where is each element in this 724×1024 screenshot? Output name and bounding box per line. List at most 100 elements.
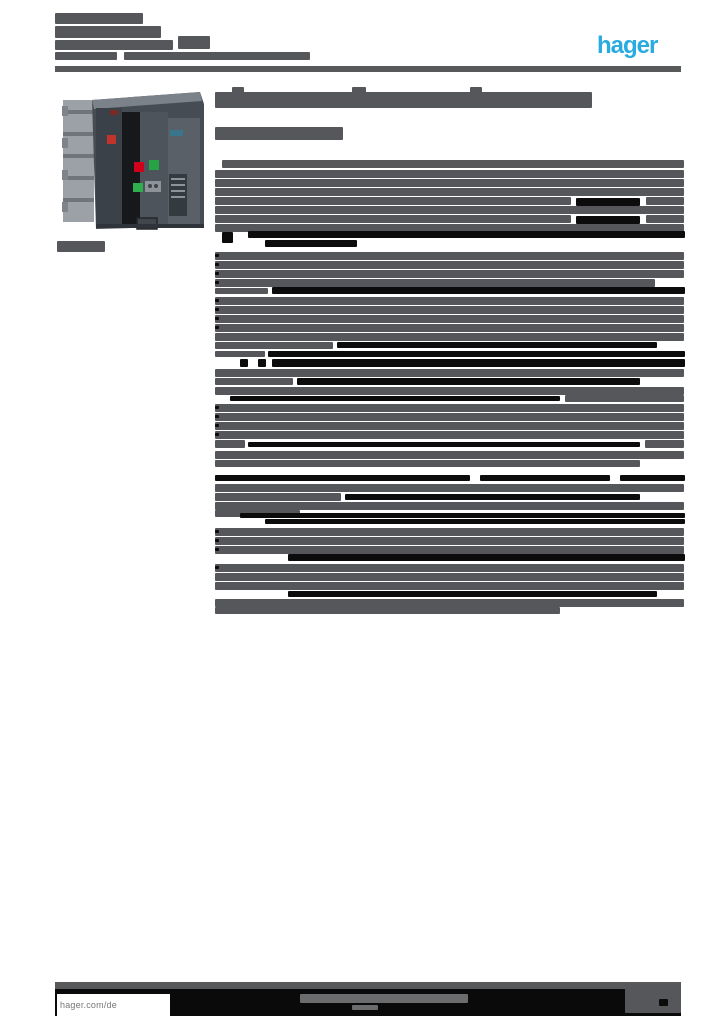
product-photo	[62, 92, 204, 230]
redacted-text-line	[645, 440, 684, 448]
redacted-text-line	[646, 197, 684, 205]
footer-divider	[55, 982, 681, 989]
redacted-text-line	[258, 359, 266, 367]
redacted-text-line	[215, 206, 684, 214]
redacted-text-line	[215, 279, 655, 287]
redacted-text-line	[215, 460, 640, 467]
redacted-text-line	[215, 387, 684, 395]
redacted-text-line	[230, 396, 560, 401]
redacted-text-line	[215, 582, 684, 590]
redacted-text-line	[215, 224, 684, 232]
redacted-text-line	[215, 308, 219, 311]
redacted-text-line	[215, 215, 571, 223]
redacted-text-line	[55, 52, 117, 60]
redacted-text-line	[565, 395, 684, 402]
redacted-text-line	[215, 270, 684, 278]
red-indicator	[107, 135, 116, 144]
redacted-text-line	[215, 537, 684, 545]
redacted-text-line	[215, 424, 219, 427]
redacted-text-line	[215, 288, 268, 294]
redacted-text-line	[470, 87, 482, 93]
redacted-text-line	[215, 422, 684, 430]
redacted-text-line	[222, 160, 684, 168]
redacted-text-line	[337, 342, 657, 348]
redacted-text-line	[300, 994, 468, 1003]
redacted-text-line	[215, 502, 684, 510]
redacted-text-line	[576, 198, 640, 206]
redacted-text-line	[288, 554, 685, 561]
redacted-text-line	[240, 513, 685, 518]
redacted-text-line	[215, 475, 470, 481]
redacted-text-line	[215, 539, 219, 542]
redacted-text-line	[215, 179, 684, 187]
redacted-text-line	[248, 231, 685, 238]
redacted-text-line	[215, 324, 684, 332]
redacted-text-line	[215, 188, 684, 196]
header-rule	[55, 66, 681, 72]
redacted-text-line	[124, 52, 310, 60]
redacted-text-line	[352, 87, 366, 93]
redacted-text-line	[215, 369, 684, 377]
redacted-text-line	[215, 254, 219, 257]
website-link[interactable]: hager.com/de	[60, 1000, 117, 1010]
redacted-text-line	[215, 127, 343, 140]
redacted-text-line	[625, 984, 681, 1013]
redacted-text-line	[345, 494, 640, 500]
redacted-text-line	[178, 36, 210, 49]
redacted-text-line	[215, 315, 684, 323]
redacted-text-line	[215, 297, 684, 305]
redacted-text-line	[646, 215, 684, 223]
redacted-text-line	[480, 475, 610, 481]
redacted-text-line	[222, 232, 233, 243]
redacted-text-line	[215, 493, 341, 501]
redacted-text-line	[215, 433, 219, 436]
redacted-text-line	[215, 484, 684, 492]
redacted-text-line	[272, 287, 685, 294]
redacted-text-line	[240, 359, 248, 367]
redacted-text-line	[215, 404, 684, 412]
redacted-text-line	[265, 519, 685, 524]
redacted-text-line	[215, 599, 684, 607]
redacted-text-line	[215, 431, 684, 439]
redacted-text-line	[215, 261, 684, 269]
brand-label	[170, 130, 183, 136]
redacted-text-line	[215, 546, 684, 554]
redacted-text-line	[352, 1005, 378, 1010]
redacted-text-line	[215, 252, 684, 260]
redacted-text-line	[215, 272, 219, 275]
redacted-text-line	[215, 607, 560, 614]
redacted-text-line	[215, 92, 592, 108]
redacted-text-line	[215, 281, 219, 284]
redacted-text-line	[215, 530, 219, 533]
on-button	[149, 160, 159, 170]
redacted-text-line	[215, 415, 219, 418]
redacted-text-line	[55, 26, 161, 38]
website-box: hager.com/de	[57, 994, 170, 1016]
off-button	[134, 162, 144, 172]
redacted-text-line	[215, 440, 245, 448]
redacted-text-line	[576, 216, 640, 224]
redacted-text-line	[55, 13, 143, 24]
redacted-text-line	[659, 999, 668, 1006]
redacted-text-line	[57, 241, 105, 252]
redacted-text-line	[215, 566, 219, 569]
redacted-text-line	[215, 326, 219, 329]
redacted-text-line	[215, 413, 684, 421]
redacted-text-line	[215, 299, 219, 302]
redacted-text-line	[215, 342, 333, 349]
redacted-text-line	[55, 40, 173, 50]
redacted-text-line	[297, 378, 640, 385]
redacted-text-line	[215, 317, 219, 320]
redacted-text-line	[215, 306, 684, 314]
redacted-text-line	[620, 475, 685, 481]
green-button	[133, 183, 143, 192]
redacted-text-line	[215, 528, 684, 536]
redacted-text-line	[215, 170, 684, 178]
redacted-text-line	[232, 87, 244, 93]
redacted-text-line	[215, 378, 293, 385]
